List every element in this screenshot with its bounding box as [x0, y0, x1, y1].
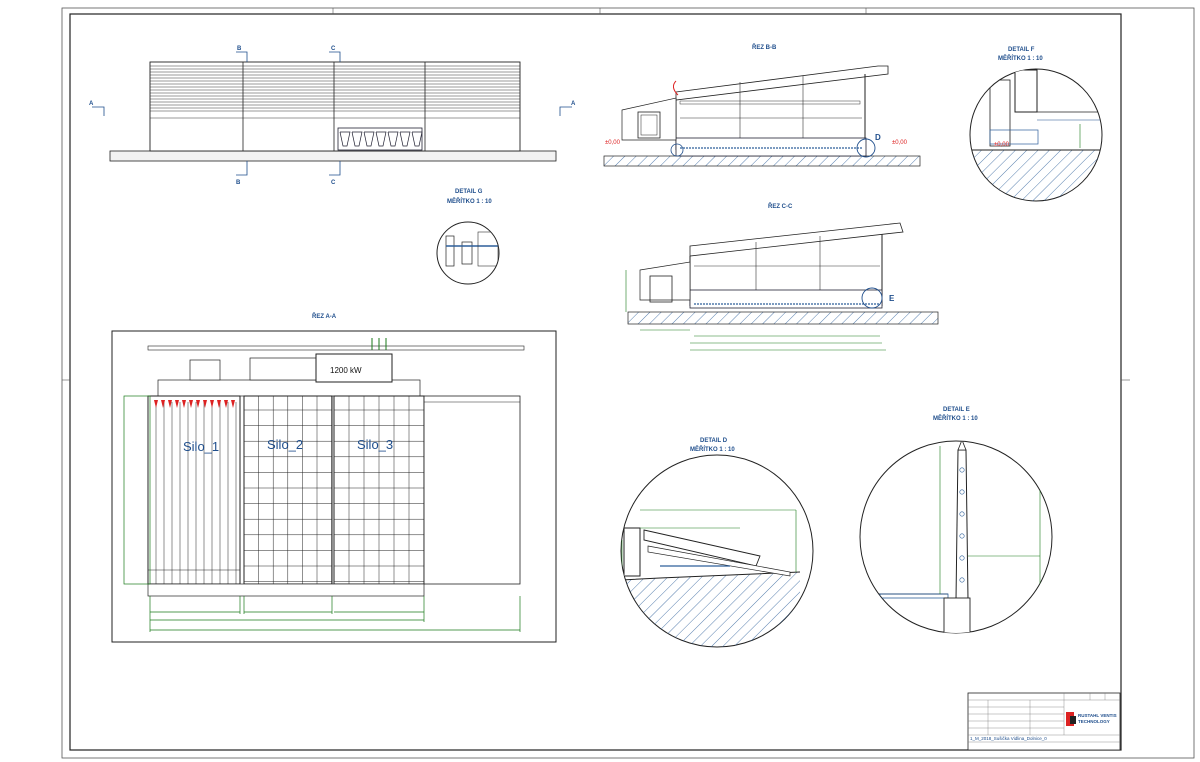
company-name-line1: RUSTAHL VENTIS — [1078, 713, 1117, 718]
section-bb-title: ŘEZ B-B — [752, 43, 777, 51]
hopper-outline — [351, 131, 363, 147]
air-flow-arrow — [196, 400, 200, 408]
detail-g-scale: MĚŘÍTKO 1 : 10 — [447, 197, 492, 205]
detail-e-scale: MĚŘÍTKO 1 : 10 — [933, 414, 978, 422]
bolt — [959, 511, 965, 517]
hopper-outline — [363, 131, 375, 147]
marker-e: E — [889, 294, 895, 303]
silo2-label: Silo_2 — [267, 437, 303, 452]
marker-b-top: B — [237, 46, 242, 52]
detail-e: DETAIL E MĚŘÍTKO 1 : 10 — [859, 407, 1053, 634]
hopper-outline — [387, 131, 399, 147]
air-flow-arrow — [210, 400, 214, 408]
section-a-a: ŘEZ A-A 1200 kW Silo_1 Silo_2 Silo_3 — [111, 312, 557, 643]
detail-e-title: DETAIL E — [943, 407, 970, 413]
section-b-b: ŘEZ B-B D ±0,00 ±0,00 — [603, 43, 921, 167]
bolt — [959, 467, 965, 473]
bolt — [959, 489, 965, 495]
marker-b-bottom: B — [236, 180, 241, 186]
detail-f-title: DETAIL F — [1008, 47, 1035, 53]
air-flow-arrow — [161, 400, 165, 408]
air-flow-arrow — [154, 400, 158, 408]
section-aa-title: ŘEZ A-A — [312, 312, 337, 320]
project-line: 1_M_2018_Sušička Vidlina_Dolnice_0 — [970, 736, 1047, 741]
bolt — [959, 577, 965, 583]
front-elevation: B B C C A A — [89, 46, 576, 186]
air-flow-arrow — [168, 400, 172, 408]
company-name-line2: TECHNOLOGY — [1078, 719, 1110, 724]
detail-d-scale: MĚŘÍTKO 1 : 10 — [690, 445, 735, 453]
marker-d: D — [875, 133, 881, 142]
detail-g-title: DETAIL G — [455, 189, 483, 195]
detail-d-title: DETAIL D — [700, 438, 728, 444]
hopper-outline — [399, 131, 411, 147]
air-flow-arrow — [175, 400, 179, 408]
title-block: RUSTAHL VENTIS TECHNOLOGY 1_M_2018_Sušič… — [967, 692, 1121, 751]
section-cc-title: ŘEZ C-C — [768, 202, 793, 210]
hopper-outline — [339, 131, 351, 147]
silo1-label: Silo_1 — [183, 439, 219, 454]
silo3-label: Silo_3 — [357, 437, 393, 452]
level-zero-left-bb: ±0,00 — [605, 140, 621, 146]
detail-f-scale: MĚŘÍTKO 1 : 10 — [998, 54, 1043, 62]
level-zero-detail-f: ±0,00 — [994, 142, 1010, 148]
air-flow-arrow — [231, 400, 235, 408]
air-flow-arrow — [217, 400, 221, 408]
marker-c-top: C — [331, 46, 336, 52]
air-flow-arrow — [182, 400, 186, 408]
marker-a-left: A — [89, 101, 94, 107]
air-flow-arrow — [189, 400, 193, 408]
sheet-frame — [61, 7, 1195, 759]
burner-power-label: 1200 kW — [330, 366, 362, 375]
detail-d: DETAIL D MĚŘÍTKO 1 : 10 — [620, 438, 814, 648]
hopper-outline — [375, 131, 387, 147]
marker-c-bottom: C — [331, 180, 336, 186]
bolt — [959, 533, 965, 539]
level-zero-right-bb: ±0,00 — [892, 140, 908, 146]
detail-g: DETAIL G MĚŘÍTKO 1 : 10 — [436, 189, 500, 285]
detail-f: DETAIL F MĚŘÍTKO 1 : 10 ±0,00 — [969, 47, 1103, 202]
section-c-c: ŘEZ C-C E — [625, 202, 939, 351]
air-flow-arrow — [203, 400, 207, 408]
air-flow-arrow — [224, 400, 228, 408]
bolt — [959, 555, 965, 561]
hopper-outline — [411, 131, 423, 147]
marker-a-right: A — [571, 101, 576, 107]
